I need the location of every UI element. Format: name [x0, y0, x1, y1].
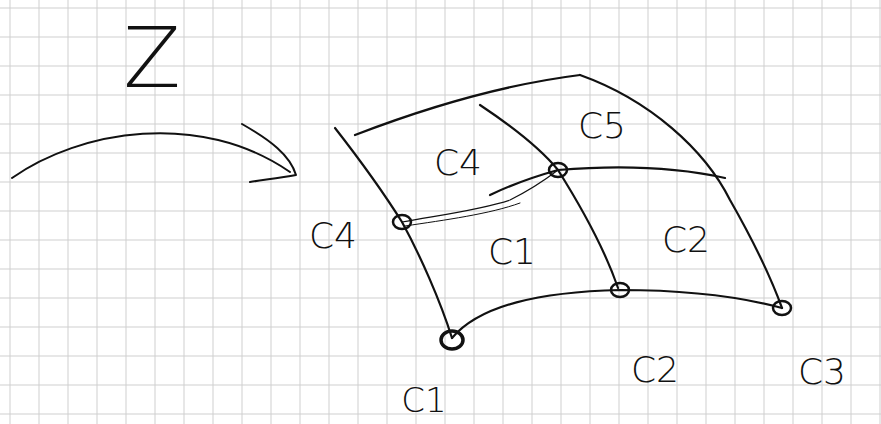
grid-line — [0, 240, 881, 241]
vertex-dot — [549, 163, 567, 177]
grid-line — [387, 0, 388, 424]
cell-label: C1 — [484, 232, 540, 272]
grid-line — [880, 0, 881, 424]
mesh-edge — [405, 203, 520, 226]
grid-line — [0, 8, 881, 9]
cell-label: C2 — [658, 220, 714, 260]
vertex-marks — [393, 163, 791, 349]
arrow-curve — [12, 133, 290, 178]
grid-line — [619, 0, 620, 424]
arrow-head — [242, 124, 296, 182]
grid-line — [97, 0, 98, 424]
cell-label: C4 — [430, 143, 486, 183]
grid-line — [0, 356, 881, 357]
vertex-dot — [393, 215, 411, 229]
mesh-lines — [12, 75, 782, 338]
grid-line — [329, 0, 330, 424]
grid-line — [300, 0, 301, 424]
vertex-dot — [611, 283, 629, 297]
grid-line — [561, 0, 562, 424]
grid-line — [416, 0, 417, 424]
vertex-label: C5 — [574, 106, 630, 146]
grid-line — [0, 269, 881, 270]
grid-line — [68, 0, 69, 424]
mesh-edge — [490, 168, 725, 195]
grid-line — [590, 0, 591, 424]
grid-line — [358, 0, 359, 424]
grid-line — [474, 0, 475, 424]
vertex-label: C4 — [305, 216, 361, 256]
grid-line — [271, 0, 272, 424]
grid-line — [242, 0, 243, 424]
vertex-label: C3 — [794, 352, 850, 392]
grid-line — [706, 0, 707, 424]
mesh-edge — [355, 75, 580, 135]
grid-line — [445, 0, 446, 424]
grid-line — [184, 0, 185, 424]
grid-line — [793, 0, 794, 424]
vertex-label: C1 — [397, 381, 450, 419]
grid-line — [0, 298, 881, 299]
grid-line — [213, 0, 214, 424]
grid-line — [764, 0, 765, 424]
grid-line — [39, 0, 40, 424]
grid-line — [851, 0, 852, 424]
vertex-label: C2 — [627, 350, 683, 390]
grid-line — [532, 0, 533, 424]
grid-line — [0, 327, 881, 328]
axis-label: Z — [119, 14, 185, 102]
grid-line — [735, 0, 736, 424]
grid-line — [503, 0, 504, 424]
vertex-dot — [441, 331, 463, 349]
grid-line — [10, 0, 11, 424]
grid-line — [0, 211, 881, 212]
grid-line — [0, 124, 881, 125]
vertex-dot — [773, 301, 791, 315]
